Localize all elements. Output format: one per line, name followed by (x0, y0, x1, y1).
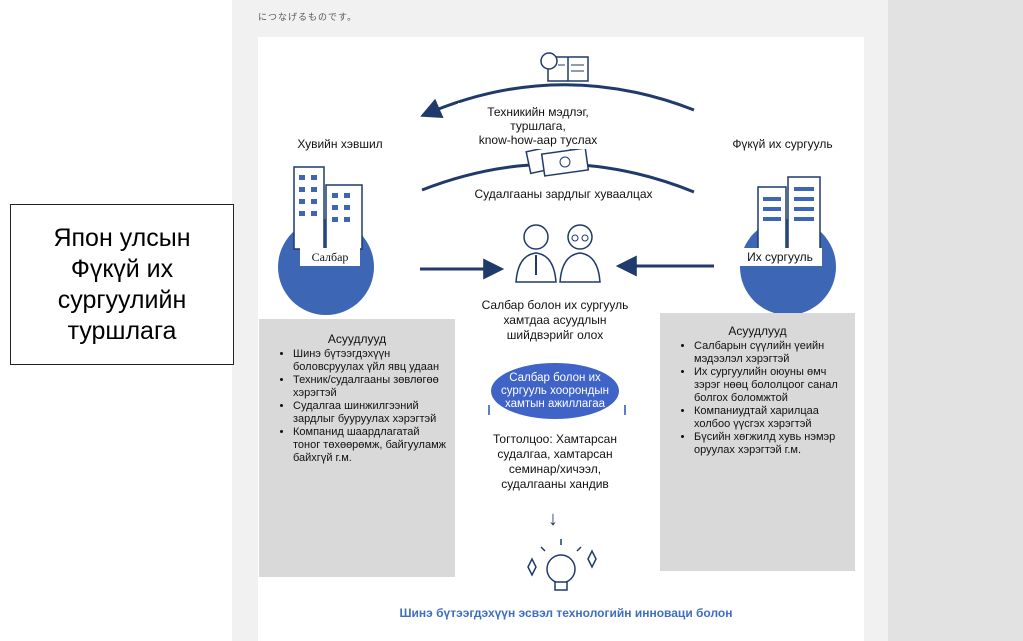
right-issues-list: Салбарын сүүлийн үеийн мэдээлэл хэрэгтэй… (668, 340, 847, 457)
list-item: Компаниудтай харилцаа холбоо үүсгэх хэрэ… (694, 405, 847, 431)
top-arc-arrow (420, 83, 695, 118)
footer-title: Шинэ бүтээгдэхүүн эсвэл технологийн инно… (399, 606, 733, 620)
center-caption-line-3: шийдвэрийг олох (506, 328, 604, 342)
title-line-1: Япон улсын (53, 223, 191, 252)
middle-arrow-label: Судалгааны зардлыг хуваалцах (456, 185, 671, 203)
collab-oval-line-1: Салбар болон их (509, 371, 601, 384)
left-issues-list: Шинэ бүтээгдэхүүн боловсруулах үйл явц у… (267, 348, 447, 465)
list-item: Компанид шаардлагатай тоног төхөөрөмж, б… (293, 426, 447, 465)
system-text: Тогтолцоо: Хамтарсан судалгаа, хамтарсан… (475, 432, 635, 492)
company-buildings-icon (278, 166, 374, 315)
title-line-3: сургуулийн (57, 285, 187, 314)
top-snippet-text: につなげるものです。 (258, 12, 358, 22)
collab-oval-line-3: хамтын ажиллагаа (504, 397, 606, 410)
right-group-label: Фүкүй их сургууль (732, 137, 833, 151)
center-caption-line-2: хамтдаа асуудлын (503, 313, 607, 327)
system-text-line-4: судалгааны хандив (501, 477, 609, 491)
right-sidebar (888, 0, 1023, 641)
left-panel-heading: Асуудлууд (327, 332, 387, 346)
list-item: Их сургуулийн оюуны өмч зэрэг нөөц болол… (694, 366, 847, 405)
list-item: Судалгаа шинжилгээний зардлыг бууруулах … (293, 400, 447, 426)
system-text-line-2: судалгаа, хамтарсан (497, 447, 613, 461)
list-item: Бүсийн хөгжилд хувь нэмэр оруулах хэрэгт… (694, 431, 847, 457)
down-arrow-icon: ↓ (548, 508, 558, 530)
center-caption-line-1: Салбар болон их сургууль (481, 298, 629, 312)
system-text-line-1: Тогтолцоо: Хамтарсан (493, 432, 617, 446)
right-node-label: Их сургууль (738, 248, 822, 266)
university-building-icon (740, 176, 836, 315)
collab-oval: Салбар болон их сургууль хоорондын хамты… (491, 363, 619, 419)
collab-bracket (488, 405, 626, 415)
two-people-icon (515, 224, 601, 283)
left-group-label: Хувийн хэвшил (297, 137, 383, 151)
center-caption: Салбар болон их сургууль хамтдаа асуудлы… (465, 298, 645, 343)
lightbulb-sparkle-icon (527, 539, 597, 591)
right-panel-heading: Асуудлууд (728, 324, 787, 338)
right-issues-panel: Асуудлууд Салбарын сүүлийн үеийн мэдээлэ… (660, 313, 855, 571)
system-text-line-3: семинар/хичээл, (508, 462, 602, 476)
top-arrow-label-line-2: know-how-аар туслах (478, 133, 598, 147)
title-line-4: туршлага (67, 316, 177, 345)
list-item: Техник/судалгааны зөвлөгөө хэрэгтэй (293, 374, 447, 400)
top-arrow-label: Техникийн мэдлэг, туршлага, know-how-аар… (458, 103, 618, 149)
collab-oval-line-2: сургууль хоорондын (501, 384, 609, 397)
money-bills-icon (525, 141, 590, 177)
list-item: Салбарын сүүлийн үеийн мэдээлэл хэрэгтэй (694, 340, 847, 366)
left-node-label: Салбар (300, 248, 360, 266)
diagram-artwork (278, 52, 836, 591)
lightbulb-book-icon (540, 52, 589, 82)
top-arrow-label-line-1: Техникийн мэдлэг, туршлага, (487, 105, 589, 133)
list-item: Шинэ бүтээгдэхүүн боловсруулах үйл явц у… (293, 348, 447, 374)
title-box: Япон улсын Фүкүй их сургуулийн туршлага (10, 204, 234, 365)
title-line-2: Фүкүй их (70, 254, 174, 283)
left-issues-panel: Асуудлууд Шинэ бүтээгдэхүүн боловсруулах… (259, 319, 455, 577)
